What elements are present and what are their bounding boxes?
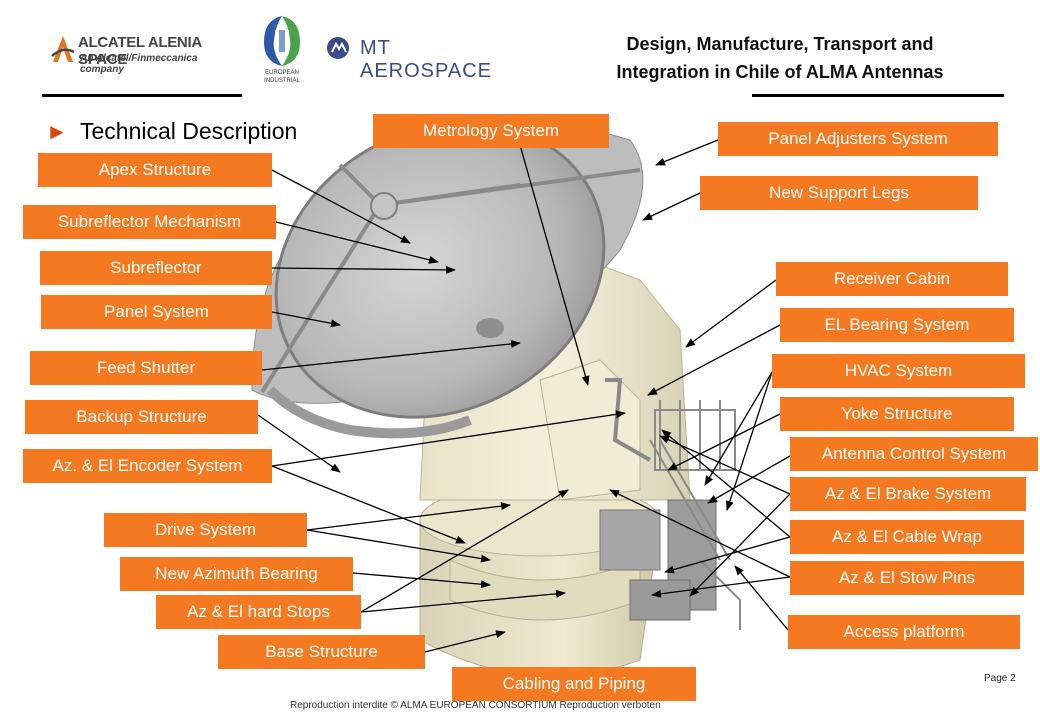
title-line1: Design, Manufacture, Transport and bbox=[626, 34, 934, 54]
label-feed-shutter: Feed Shutter bbox=[30, 351, 262, 385]
arrow-stow-pins-2 bbox=[651, 576, 791, 598]
arrow-stow-pins bbox=[609, 489, 791, 578]
mt-name: MT AEROSPACE bbox=[360, 37, 492, 82]
arrow-apex-structure bbox=[271, 169, 411, 244]
section-title: Technical Description bbox=[80, 118, 298, 144]
section-bullet-icon: ► bbox=[46, 119, 68, 144]
arrow-new-azimuth-bearing bbox=[352, 572, 491, 589]
mt-emblem-icon bbox=[327, 37, 349, 59]
arrow-encoder-system-2 bbox=[271, 465, 466, 544]
label-hvac-system: HVAC System bbox=[772, 354, 1025, 388]
page-title: Design, Manufacture, Transport and Integ… bbox=[560, 30, 1000, 86]
label-az-el-brake-system: Az & El Brake System bbox=[790, 477, 1026, 511]
arrow-panel-adjusters bbox=[655, 139, 719, 166]
label-metrology-system: Metrology System bbox=[373, 114, 609, 148]
arrow-base-structure bbox=[424, 630, 506, 653]
label-az-el-stow-pins: Az & El Stow Pins bbox=[790, 561, 1024, 595]
label-access-platform: Access platform bbox=[788, 615, 1020, 649]
arrow-receiver-cabin bbox=[685, 279, 777, 348]
label-panel-adjusters-system: Panel Adjusters System bbox=[718, 122, 998, 156]
header-rule-right bbox=[752, 94, 1004, 97]
arrow-brake-system-2 bbox=[689, 493, 791, 597]
label-subreflector-mechanism: Subreflector Mechanism bbox=[23, 205, 276, 239]
mt-aerospace-logo: MT AEROSPACE bbox=[326, 36, 526, 82]
label-drive-system: Drive System bbox=[104, 513, 307, 547]
label-yoke-structure: Yoke Structure bbox=[780, 397, 1014, 431]
title-line2: Integration in Chile of ALMA Antennas bbox=[616, 62, 944, 82]
arrow-cable-wrap bbox=[661, 429, 791, 538]
label-antenna-control-system: Antenna Control System bbox=[790, 437, 1038, 471]
arrow-hard-stops bbox=[360, 489, 569, 613]
arrow-encoder-system bbox=[271, 410, 626, 467]
alcatel-alenia-space-logo: ALCATEL ALENIA SPACE An Alcatel/Finmecca… bbox=[50, 30, 240, 75]
arrow-cable-wrap-2 bbox=[664, 536, 791, 574]
aas-name: ALCATEL ALENIA SPACE bbox=[78, 34, 202, 68]
arrow-backup-structure bbox=[257, 414, 341, 473]
label-receiver-cabin: Receiver Cabin bbox=[776, 262, 1008, 296]
arrow-subreflector bbox=[271, 265, 456, 274]
arrow-antenna-control bbox=[707, 455, 791, 504]
arrow-hvac-system bbox=[704, 371, 773, 486]
label-subreflector: Subreflector bbox=[40, 251, 272, 285]
label-new-support-legs: New Support Legs bbox=[700, 176, 978, 210]
arrow-yoke-structure bbox=[667, 413, 781, 471]
cabling-pipe-shape bbox=[605, 378, 651, 462]
label-cabling-and-piping: Cabling and Piping bbox=[452, 667, 696, 701]
aas-tagline: An Alcatel/Finmeccanica company bbox=[80, 53, 198, 75]
label-panel-system: Panel System bbox=[41, 295, 272, 329]
arrow-new-support-legs bbox=[642, 192, 701, 221]
label-el-bearing-system: EL Bearing System bbox=[780, 308, 1014, 342]
arrow-el-bearing bbox=[647, 324, 781, 396]
header-rule-left bbox=[42, 94, 242, 97]
label-az-el-encoder-system: Az. & El Encoder System bbox=[23, 449, 272, 483]
arrow-access-platform bbox=[734, 565, 789, 631]
arrow-hard-stops-2 bbox=[360, 589, 566, 613]
aas-emblem-icon bbox=[51, 36, 75, 62]
label-az-el-cable-wrap: Az & El Cable Wrap bbox=[790, 520, 1024, 554]
arrow-panel-system bbox=[271, 311, 341, 328]
arrow-metrology-system bbox=[519, 144, 590, 386]
european-industrial-logo: EUROPEAN INDUSTRIAL bbox=[258, 12, 306, 90]
label-base-structure: Base Structure bbox=[218, 635, 425, 669]
label-apex-structure: Apex Structure bbox=[38, 153, 272, 187]
apex-quadripod-shape bbox=[260, 163, 641, 394]
label-new-azimuth-bearing: New Azimuth Bearing bbox=[120, 557, 353, 591]
arrow-subreflector-mechanism bbox=[275, 221, 439, 264]
footer-copyright: Reproduction interdite © ALMA EUROPEAN C… bbox=[290, 700, 661, 711]
label-backup-structure: Backup Structure bbox=[25, 400, 258, 434]
arrow-hvac-system-2 bbox=[725, 371, 773, 511]
label-az-el-hard-stops: Az & El hard Stops bbox=[156, 595, 361, 629]
eu-line1: EUROPEAN bbox=[265, 70, 299, 76]
arrow-drive-system-2 bbox=[306, 529, 491, 563]
arrow-feed-shutter bbox=[261, 339, 521, 371]
eu-emblem-icon bbox=[264, 16, 300, 66]
arrow-drive-system bbox=[306, 502, 511, 531]
page-number: Page 2 bbox=[984, 673, 1016, 684]
eu-line2: INDUSTRIAL bbox=[264, 78, 300, 84]
